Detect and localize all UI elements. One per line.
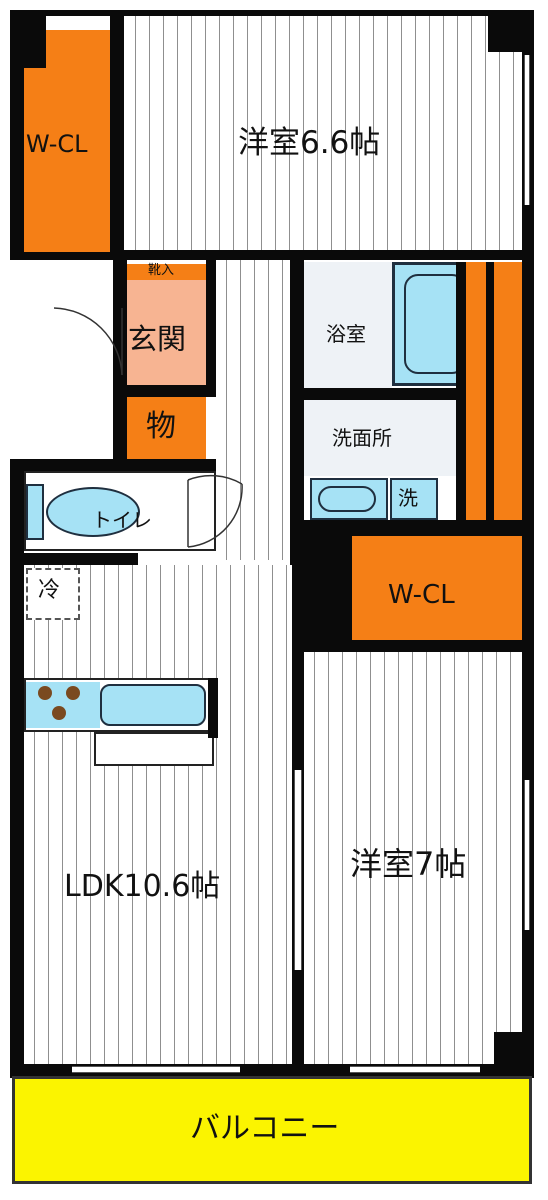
wall-closet-column-left — [456, 262, 466, 520]
window-room1-right — [524, 55, 530, 205]
wash-basin-bowl — [318, 486, 376, 512]
bathroom-label: 浴室 — [326, 322, 366, 346]
wall-washroom-bottom — [290, 520, 522, 536]
toilet-label: トイレ — [92, 508, 152, 532]
wall-bath-bottom — [304, 388, 464, 400]
wall-room2-corner — [494, 1032, 522, 1068]
wall-toilet-bottom — [10, 553, 138, 565]
stove — [26, 682, 100, 728]
wall-counter-end — [208, 678, 218, 738]
door-ldk-room2 — [294, 770, 302, 970]
wall-storage-bottom — [10, 459, 216, 471]
counter-extension — [94, 732, 214, 766]
wall-closet-column-divider — [486, 262, 494, 520]
entrance-label: 玄関 — [128, 322, 187, 356]
window-room2-right — [524, 780, 530, 930]
wall-closet2-bottom — [290, 640, 522, 652]
shoe-storage-label: 靴入 — [148, 263, 175, 278]
kitchen-sink — [100, 684, 206, 726]
toilet-door-swing — [187, 474, 243, 548]
wall-entrance-right — [206, 258, 216, 388]
western-room-1-label: 洋室6.6帖 — [238, 125, 381, 161]
storage-label: 物 — [146, 409, 176, 444]
balcony-label: バルコニー — [190, 1111, 340, 1146]
wall-toilet-left — [10, 465, 24, 555]
balcony — [12, 1076, 532, 1184]
walk-in-closet-1-label: W-CL — [26, 130, 88, 158]
shoe-storage — [127, 264, 206, 280]
wall-ldk-left — [10, 553, 24, 1078]
entrance-door-swing — [53, 307, 123, 376]
hallway — [216, 260, 290, 560]
outer-wall-top — [10, 10, 528, 16]
wall-room1-corner — [488, 16, 522, 52]
stove-burner-1 — [38, 686, 52, 700]
wall-closet1-notch — [24, 16, 46, 68]
western-room-1 — [125, 16, 522, 250]
fridge-space — [26, 568, 80, 620]
stove-burner-3 — [52, 706, 66, 720]
wall-closet1-right — [110, 16, 124, 252]
fridge-label: 冷 — [38, 578, 61, 603]
ldk — [24, 565, 292, 1065]
toilet-bowl — [46, 487, 140, 537]
outer-wall-left — [10, 10, 24, 258]
wall-room1-bottom — [10, 250, 530, 260]
bathroom — [304, 262, 392, 390]
entrance — [127, 280, 206, 385]
washer-label: 洗 — [398, 486, 418, 510]
toilet-tank — [26, 484, 44, 540]
washroom — [304, 400, 464, 476]
wall-hall-right — [290, 258, 304, 563]
washer-pan — [390, 478, 438, 520]
western-room-2-label: 洋室7帖 — [350, 845, 467, 883]
window-ldk-bottom — [72, 1066, 240, 1073]
stove-burner-2 — [66, 686, 80, 700]
washroom-label: 洗面所 — [332, 426, 392, 450]
wall-storage-top — [113, 385, 216, 397]
window-room2-bottom — [350, 1066, 480, 1073]
ldk-label: LDK10.6帖 — [64, 869, 221, 904]
wall-closet2-left — [290, 536, 352, 648]
walk-in-closet-2 — [352, 536, 522, 640]
western-room-2 — [304, 652, 522, 1064]
walk-in-closet-2-label: W-CL — [388, 580, 455, 610]
storage — [127, 397, 206, 459]
